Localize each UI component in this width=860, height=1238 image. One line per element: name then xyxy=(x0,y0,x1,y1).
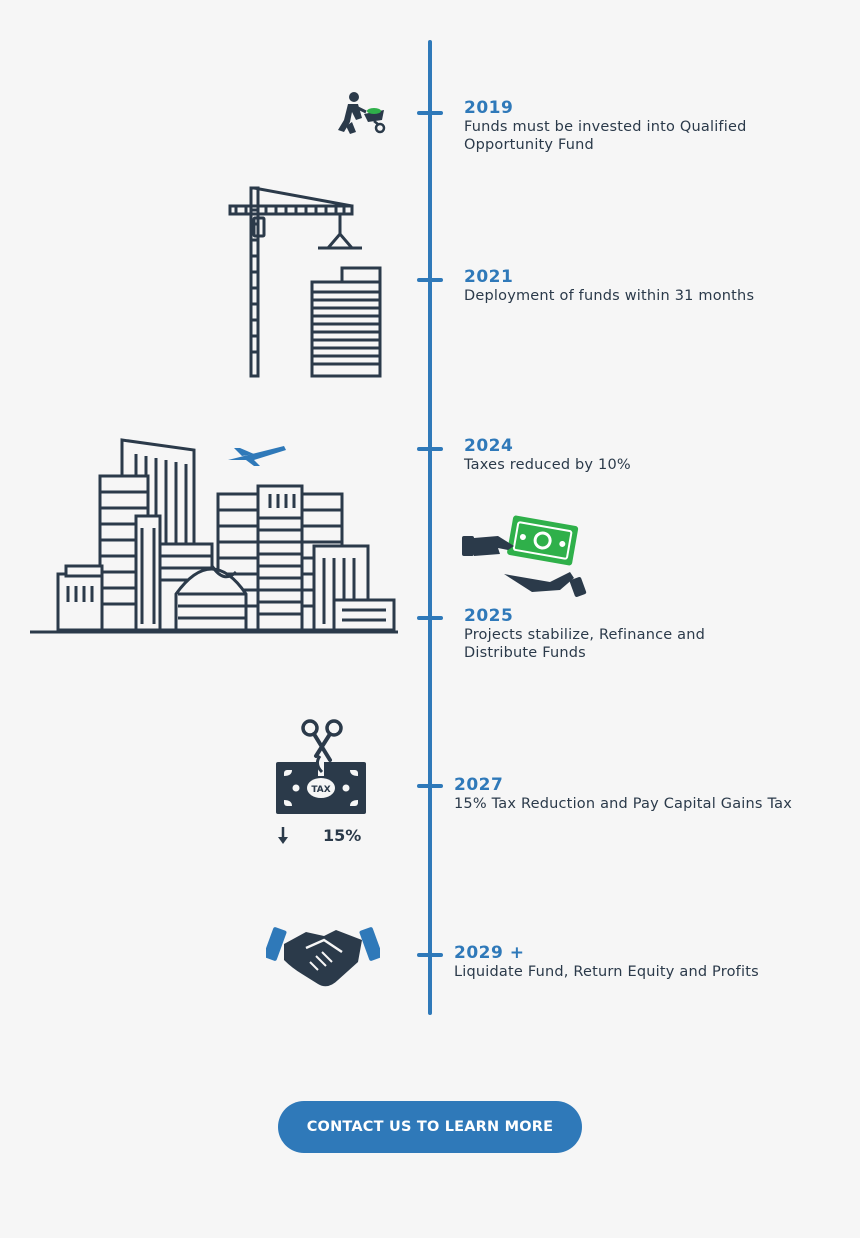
tax-label: TAX xyxy=(311,785,330,795)
timeline-tick xyxy=(417,111,443,115)
timeline-tick xyxy=(417,278,443,282)
handshake-icon xyxy=(266,914,380,994)
worker-wheelbarrow-icon xyxy=(330,90,390,138)
timeline-tick xyxy=(417,616,443,620)
timeline-entry-2027: 2027 15% Tax Reduction and Pay Capital G… xyxy=(454,775,792,813)
construction-crane-icon xyxy=(226,184,386,380)
entry-year: 2021 xyxy=(464,267,754,287)
entry-year: 2027 xyxy=(454,775,792,795)
timeline-entry-2019: 2019 Funds must be invested into Qualifi… xyxy=(464,98,746,154)
timeline-line xyxy=(428,40,432,1015)
money-hands-icon xyxy=(460,512,592,602)
entry-year: 2025 xyxy=(464,606,705,626)
city-skyline-icon xyxy=(28,434,402,640)
entry-description: Distribute Funds xyxy=(464,644,705,662)
timeline-entry-2029: 2029 + Liquidate Fund, Return Equity and… xyxy=(454,943,759,981)
entry-description: Liquidate Fund, Return Equity and Profit… xyxy=(454,963,759,981)
entry-year: 2024 xyxy=(464,436,631,456)
timeline-tick xyxy=(417,447,443,451)
timeline-entry-2024: 2024 Taxes reduced by 10% xyxy=(464,436,631,474)
entry-description: Funds must be invested into Qualified xyxy=(464,118,746,136)
contact-us-button[interactable]: CONTACT US TO LEARN MORE xyxy=(278,1101,582,1153)
timeline-tick xyxy=(417,784,443,788)
entry-year: 2019 xyxy=(464,98,746,118)
entry-year: 2029 + xyxy=(454,943,759,963)
entry-description: Projects stabilize, Refinance and xyxy=(464,626,705,644)
tax-cut-icon: TAX xyxy=(276,716,366,816)
timeline-entry-2025: 2025 Projects stabilize, Refinance and D… xyxy=(464,606,705,662)
arrow-down-icon xyxy=(276,826,290,846)
timeline-entry-2021: 2021 Deployment of funds within 31 month… xyxy=(464,267,754,305)
entry-description: Taxes reduced by 10% xyxy=(464,456,631,474)
timeline-tick xyxy=(417,953,443,957)
entry-description: Opportunity Fund xyxy=(464,136,746,154)
tax-reduction-percent: 15% xyxy=(323,826,361,845)
entry-description: 15% Tax Reduction and Pay Capital Gains … xyxy=(454,795,792,813)
entry-description: Deployment of funds within 31 months xyxy=(464,287,754,305)
